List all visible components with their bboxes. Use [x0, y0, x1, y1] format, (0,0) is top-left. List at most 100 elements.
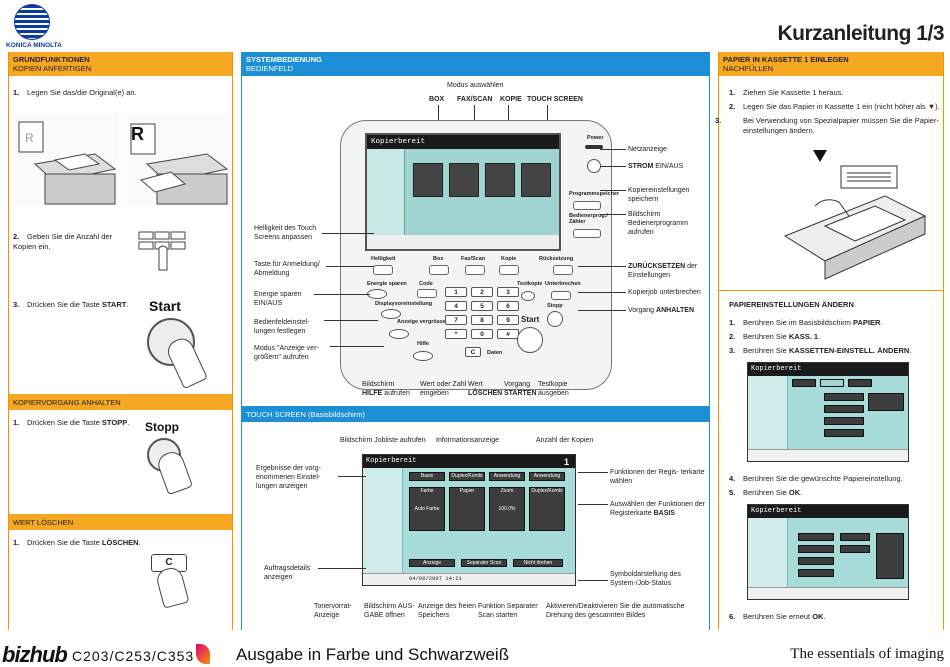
callout-anzeige: Modus "Anzeige ver- größern" aufrufen: [254, 345, 319, 361]
key-7[interactable]: 7: [445, 315, 467, 325]
paper-step-2: 2.Legen Sie das Papier in Kassette 1 ein…: [729, 102, 940, 111]
section-title-papiereinstellungen: PAPIEREINSTELLUNGEN ÄNDERN: [729, 300, 854, 309]
ts-button-nicht-drehen[interactable]: Nicht drehen: [513, 559, 563, 567]
key-8[interactable]: 8: [471, 315, 493, 325]
section-header-grundfunktionen: GRUNDFUNKTIONEN KOPIEN ANFERTIGEN: [9, 52, 232, 76]
paper-step-3: 3.Bei Verwendung von Spezialpapier müsse…: [715, 116, 939, 135]
code-button[interactable]: [417, 289, 437, 298]
testkopie-label: Testkopie: [517, 281, 543, 287]
key-hash[interactable]: #: [497, 329, 519, 339]
bedienprog-button[interactable]: [573, 229, 601, 238]
key-star[interactable]: *: [445, 329, 467, 339]
box-button[interactable]: [429, 265, 449, 275]
callout-wert-eingeben: Wert oder Zahl eingeben: [420, 381, 467, 397]
stopp-button[interactable]: [547, 311, 563, 327]
paper-screen-1[interactable]: Kopierbereit: [747, 362, 909, 462]
code-label: Code: [419, 281, 433, 287]
kopie-button[interactable]: [499, 265, 519, 275]
callout-modus: Modus auswählen: [447, 82, 504, 89]
power-indicator: [585, 145, 603, 149]
callout-starten: Vorgang STARTEN: [504, 381, 537, 397]
middle-column: SYSTEMBEDIENUNG BEDIENFELD Modus auswähl…: [241, 52, 710, 630]
ts-tile-duplex[interactable]: Duplex/Kombi: [529, 487, 565, 531]
ts-tab-4[interactable]: Anwendung: [529, 472, 565, 481]
energie-button[interactable]: [367, 289, 387, 299]
callout-symboldarstellung: Symboldarstellung des System-/Job-Status: [610, 571, 681, 587]
bizhub-swoosh-icon: [196, 644, 210, 664]
ts-button-separater-scan[interactable]: Separater Scan: [461, 559, 507, 567]
key-4[interactable]: 4: [445, 301, 467, 311]
display-label: Displayvoreinstellung: [375, 301, 433, 307]
clear-key-illustration: C: [151, 554, 187, 572]
unterbrechen-label: Unterbrechen: [545, 281, 581, 287]
edition-subtitle: Ausgabe in Farbe und Schwarzweiß: [236, 645, 510, 664]
settings-step-2: 2.Berühren Sie KASS. 1.: [729, 332, 821, 341]
ts-status-time: 04/06/2007 14:21: [409, 575, 462, 582]
callout-bedienerprogramm: Bildschirm Bedienerprogramm aufrufen: [628, 211, 688, 236]
section-header-kopiervorgang-anhalten: KOPIERVORGANG ANHALTEN: [9, 394, 232, 410]
touchscreen-diagram[interactable]: Kopierbereit 1 Basis Duplex/Kombi Anwend…: [362, 454, 576, 586]
kopie-label: Kopie: [501, 256, 517, 262]
clear-step: 1.Drücken Sie die Taste LÖSCHEN.: [13, 538, 141, 547]
control-panel: Kopierbereit Power Programmspeicher Bedi…: [340, 120, 619, 390]
key-1[interactable]: 1: [445, 287, 467, 297]
callout-box: BOX: [429, 96, 445, 103]
helligkeit-dial[interactable]: [373, 265, 393, 275]
key-6[interactable]: 6: [497, 301, 519, 311]
callout-energie: Energie sparen EIN/AUS: [254, 291, 302, 307]
callout-basis-funktionen: Auswählen der Funktionen der Registerkar…: [610, 501, 705, 517]
section-header-wert-loeschen: WERT LÖSCHEN: [9, 514, 232, 530]
clear-key[interactable]: C: [465, 347, 481, 357]
key-0[interactable]: 0: [471, 329, 493, 339]
touch-screen[interactable]: Kopierbereit: [365, 133, 561, 251]
konica-minolta-logo: KONICA MINOLTA: [6, 4, 68, 49]
keypad-illustration: [137, 230, 189, 272]
callout-hilfe: Bildschirm HILFE aufrufen: [362, 381, 410, 397]
display-button[interactable]: [381, 309, 401, 319]
helligkeit-label: Helligkeit: [371, 256, 396, 262]
reset-button[interactable]: [553, 265, 573, 275]
callout-anmeldung: Taste für Anmeldung/ Abmeldung: [254, 261, 320, 277]
hilfe-button[interactable]: [413, 351, 433, 361]
callout-toner: Tonervorrat- Anzeige: [314, 603, 352, 619]
power-button[interactable]: [587, 159, 601, 173]
page-title: Kurzanleitung 1/3: [777, 22, 944, 45]
callout-unterbrechen: Kopierjob unterbrechen: [628, 289, 701, 296]
callout-wert-loeschen: Wert LÖSCHEN: [468, 381, 503, 397]
callout-jobliste: Bildschirm Jobliste aufrufen: [340, 437, 426, 444]
start-button[interactable]: [517, 327, 543, 353]
key-3[interactable]: 3: [497, 287, 519, 297]
callout-programm: Kopiereinstellungen speichern: [628, 187, 690, 203]
ts-tab-2[interactable]: Duplex/Kombi: [449, 472, 485, 481]
key-5[interactable]: 5: [471, 301, 493, 311]
start-label: Start: [521, 315, 540, 324]
callout-registerkarte: Funktionen der Regis- terkarte wählen: [610, 469, 705, 485]
ts-tab-3[interactable]: Anwendung: [489, 472, 525, 481]
step-3: 3.Drücken Sie die Taste START.: [13, 300, 129, 309]
paper-step-1: 1.Ziehen Sie Kassette 1 heraus.: [729, 88, 844, 97]
paper-screen-2[interactable]: Kopierbereit: [747, 504, 909, 600]
section-header-systembedienung: SYSTEMBEDIENUNG BEDIENFELD: [242, 52, 709, 76]
callout-kopie: KOPIE: [500, 96, 522, 103]
scanner-illustration-2: R: [127, 114, 231, 206]
ts-button-anzeige[interactable]: Anzeige: [409, 559, 455, 567]
anzeige-button[interactable]: [389, 329, 409, 339]
ts-tile-papier[interactable]: Papier: [449, 487, 485, 531]
programm-button[interactable]: [573, 201, 601, 210]
key-9[interactable]: 9: [497, 315, 519, 325]
callout-anzahl: Anzahl der Kopien: [536, 437, 594, 444]
reset-label: Rücksetzung: [539, 256, 574, 262]
power-label: Power: [587, 135, 604, 141]
faxscan-button[interactable]: [465, 265, 485, 275]
tagline: The essentials of imaging: [790, 646, 944, 662]
key-2[interactable]: 2: [471, 287, 493, 297]
callout-zuruecksetzen: ZURÜCKSETZEN der Einstellungen: [628, 263, 698, 279]
settings-step-4: 4.Berühren Sie die gewünschte Papiereins…: [729, 474, 903, 483]
callout-ergebnisse: Ergebnisse der vorg- enommenen Einstel- …: [256, 465, 321, 490]
testkopie-button[interactable]: [521, 291, 535, 301]
unterbrechen-button[interactable]: [551, 291, 571, 300]
ts-tab-basis[interactable]: Basis: [409, 472, 445, 481]
bizhub-brand: bizhub: [2, 642, 68, 667]
